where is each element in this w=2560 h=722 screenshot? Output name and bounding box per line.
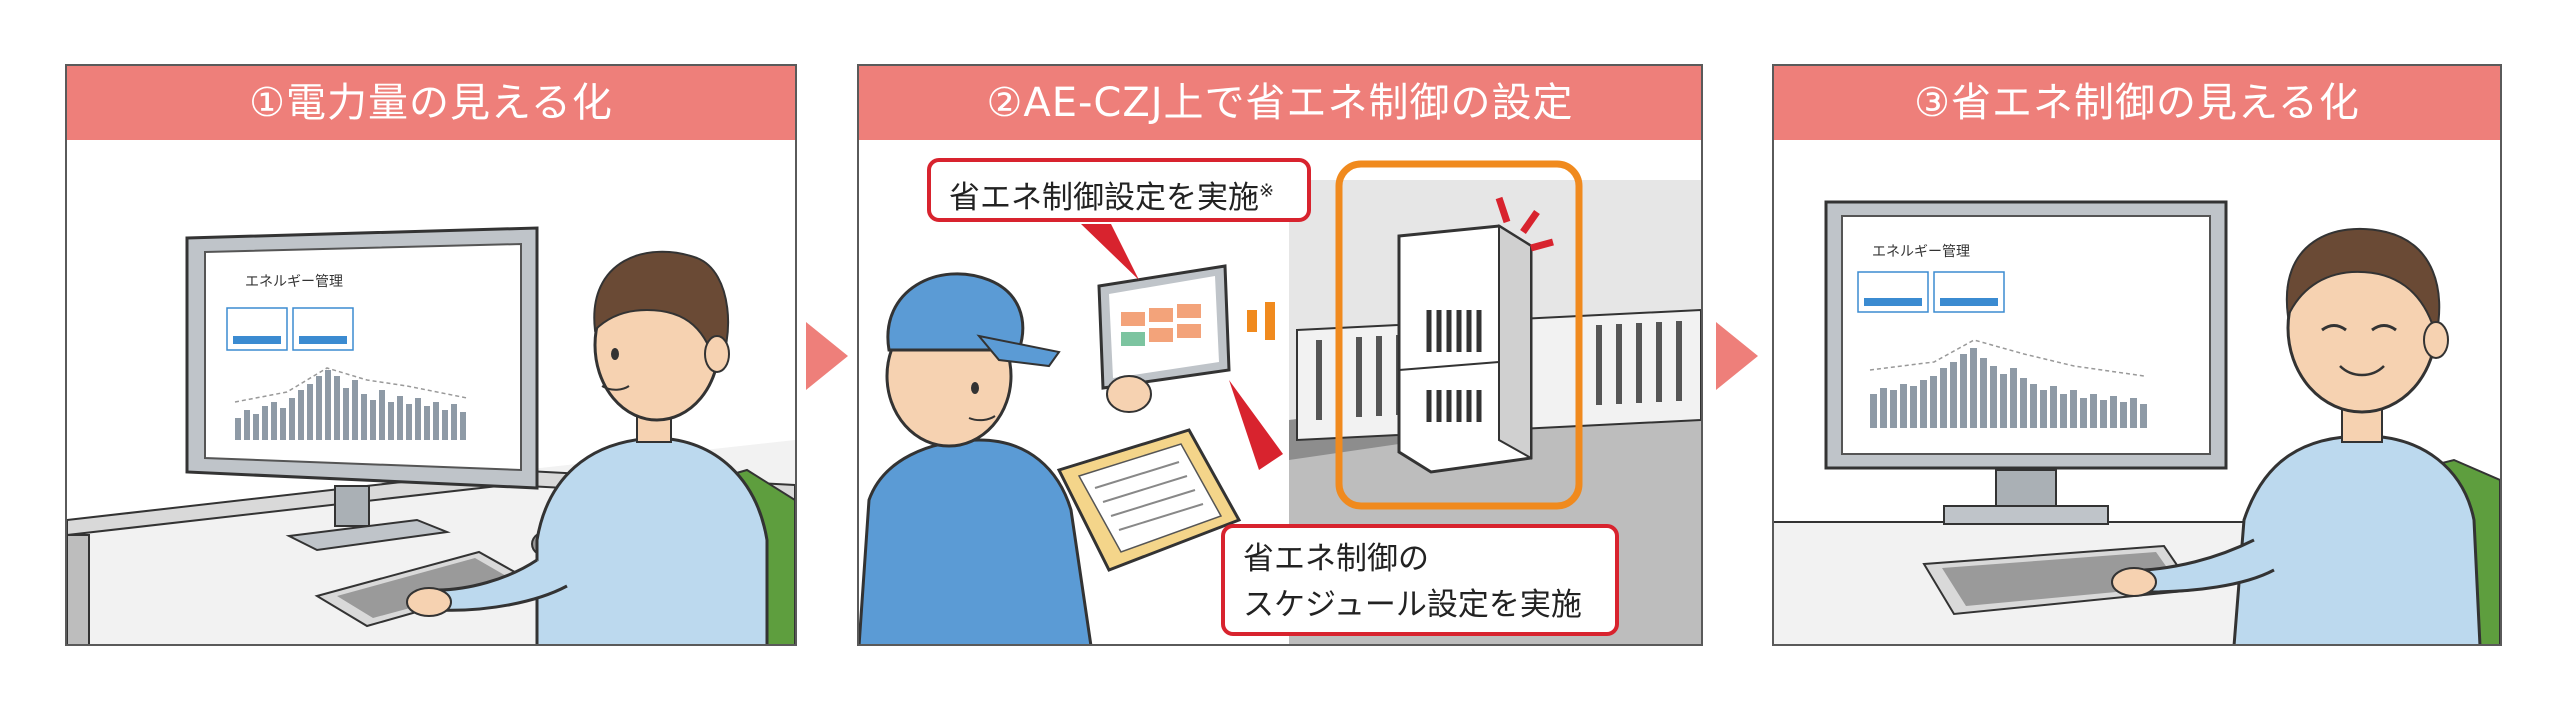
alert-icon (1495, 196, 1554, 252)
panel-2: ②AE-CZJ上で省エネ制御の設定 (857, 64, 1703, 646)
callout-bottom: 省エネ制御の スケジュール設定を実施 (1221, 524, 1619, 636)
screen-title: エネルギー管理 (245, 274, 343, 290)
panel-2-scene: 省エネ制御設定を実施※ 省エネ制御の スケジュール設定を実施 (859, 140, 1701, 644)
screen-title: エネルギー管理 (1872, 244, 1970, 260)
arrow-right-icon (1716, 322, 1758, 390)
panel-1-title: ①電力量の見える化 (67, 66, 795, 140)
screen-bar-chart (1870, 348, 2147, 428)
callout-top-pointer (1081, 224, 1139, 280)
callout-top-text: 省エネ制御設定を実施 (949, 180, 1259, 216)
callout-bottom-line-1: 省エネ制御の (1243, 541, 1429, 577)
panel-1-scene: エネルギー管理 (67, 140, 795, 644)
callout-top-mark: ※ (1259, 180, 1275, 202)
callout-bottom-pointer (1229, 380, 1283, 470)
device-icon (1397, 224, 1533, 474)
signal-icon (1247, 302, 1275, 340)
panel-1-illustration: エネルギー管理 (67, 226, 795, 644)
screen-bar-chart (235, 370, 466, 440)
clipboard-icon (1056, 428, 1242, 572)
callout-bottom-line-2: スケジュール設定を実施 (1243, 587, 1582, 623)
keyboard-icon (1922, 544, 2196, 616)
device-highlight (1335, 160, 1583, 510)
callout-top: 省エネ制御設定を実施※ (927, 158, 1311, 222)
worker-icon (859, 272, 1093, 644)
arrow-right-icon (806, 322, 848, 390)
panel-3-title: ③省エネ制御の見える化 (1774, 66, 2500, 140)
panel-2-title: ②AE-CZJ上で省エネ制御の設定 (859, 66, 1701, 140)
panel-3-illustration: エネルギー管理 (1774, 200, 2500, 644)
panel-3-scene: エネルギー管理 (1774, 140, 2500, 644)
panel-3: ③省エネ制御の見える化 エネルギー管理 (1772, 64, 2502, 646)
person-icon (406, 250, 769, 644)
panel-1: ①電力量の見える化 エネルギー管理 (65, 64, 797, 646)
person-icon (2111, 227, 2482, 644)
tablet-icon (1097, 264, 1231, 390)
